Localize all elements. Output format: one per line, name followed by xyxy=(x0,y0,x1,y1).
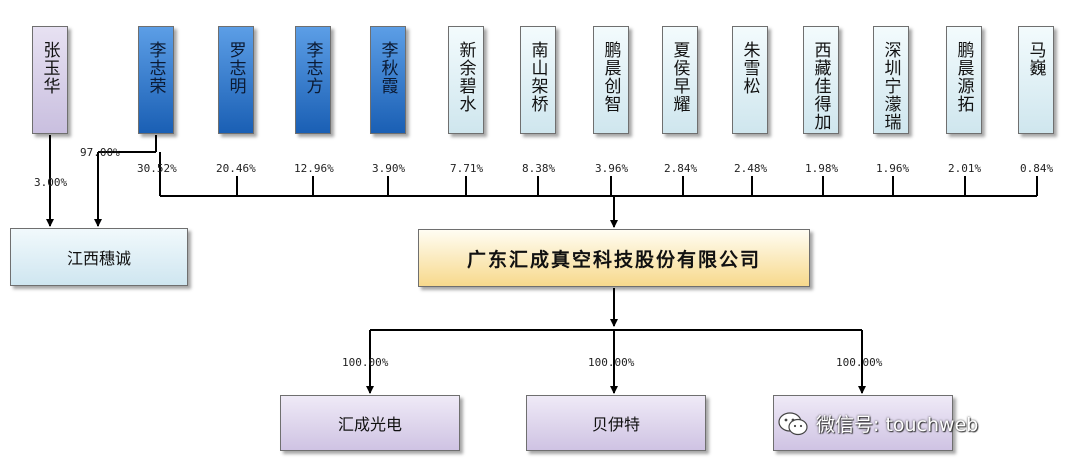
watermark-text: 微信号: touchweb xyxy=(816,414,979,436)
shareholder-label: 西藏佳得加 xyxy=(810,41,831,131)
pct-li-zhifang: 12.96% xyxy=(294,162,334,175)
jiangxi-suicheng-box: 江西穗诚 xyxy=(10,228,188,286)
pct-subsidiary-3: 100.00% xyxy=(836,356,883,369)
subsidiary-label: 汇成光电 xyxy=(337,415,402,434)
shareholder-label: 深圳宁濛瑞 xyxy=(880,41,901,131)
pct-nanshan-jiaqiao: 8.38% xyxy=(522,162,556,175)
shareholder-label: 李秋霞 xyxy=(377,41,398,95)
shareholder-luo-zhiming: 罗志明 xyxy=(218,26,254,134)
shareholder-xiahou-zaoyao: 夏侯早耀 xyxy=(662,26,698,134)
shareholder-zhu-xuesong: 朱雪松 xyxy=(732,26,768,134)
shareholder-pengchen-chuangzhi: 鹏晨创智 xyxy=(593,26,629,134)
subsidiary-label: 贝伊特 xyxy=(591,415,640,434)
pct-li-zhirong-jiangxi: 97.00% xyxy=(80,146,120,159)
shareholder-li-qiuxia: 李秋霞 xyxy=(370,26,406,134)
shareholder-li-zhirong: 李志荣 xyxy=(138,26,174,134)
pct-li-qiuxia: 3.90% xyxy=(372,162,406,175)
pct-pengchen-chuangzhi: 3.96% xyxy=(595,162,629,175)
shareholder-label: 张玉华 xyxy=(39,41,60,95)
shareholder-label: 李志荣 xyxy=(145,41,166,95)
shareholder-shenzhen-ningmengrui: 深圳宁濛瑞 xyxy=(873,26,909,134)
pct-luo-zhiming: 20.46% xyxy=(216,162,256,175)
company-box: 广东汇成真空科技股份有限公司 xyxy=(418,229,810,287)
pct-zhu-xuesong: 2.48% xyxy=(734,162,768,175)
subsidiary-huicheng-guangdian: 汇成光电 xyxy=(280,395,460,451)
shareholder-label: 夏侯早耀 xyxy=(669,41,690,113)
shareholder-label: 南山架桥 xyxy=(527,41,548,113)
pct-xinyu-bishui: 7.71% xyxy=(450,162,484,175)
wechat-watermark: 微信号: touchweb xyxy=(778,410,978,437)
shareholder-li-zhifang: 李志方 xyxy=(295,26,331,134)
shareholder-xinyu-bishui: 新余碧水 xyxy=(448,26,484,134)
shareholder-xizang-jiadejia: 西藏佳得加 xyxy=(803,26,839,134)
jiangxi-suicheng-label: 江西穗诚 xyxy=(66,249,131,268)
shareholder-label: 鹏晨源拓 xyxy=(953,41,974,113)
pct-subsidiary-2: 100.00% xyxy=(588,356,635,369)
pct-zhang-yuhua: 3.00% xyxy=(34,176,68,189)
subsidiary-beiyite: 贝伊特 xyxy=(526,395,706,451)
shareholder-label: 鹏晨创智 xyxy=(600,41,621,113)
pct-xizang-jiadejia: 1.98% xyxy=(805,162,839,175)
pct-xiahou-zaoyao: 2.84% xyxy=(664,162,698,175)
shareholder-pengchen-yuantuo: 鹏晨源拓 xyxy=(946,26,982,134)
shareholder-label: 新余碧水 xyxy=(455,41,476,113)
pct-ma-wei: 0.84% xyxy=(1020,162,1054,175)
pct-li-zhirong: 30.52% xyxy=(137,162,177,175)
company-label: 广东汇成真空科技股份有限公司 xyxy=(466,248,761,271)
shareholder-zhang-yuhua: 张玉华 xyxy=(32,26,68,134)
shareholder-label: 朱雪松 xyxy=(739,41,760,95)
shareholder-label: 李志方 xyxy=(302,41,323,95)
wechat-icon xyxy=(778,411,808,435)
shareholder-nanshan-jiaqiao: 南山架桥 xyxy=(520,26,556,134)
shareholder-label: 马巍 xyxy=(1025,41,1046,77)
pct-shenzhen-ningmengrui: 1.96% xyxy=(876,162,910,175)
shareholder-ma-wei: 马巍 xyxy=(1018,26,1054,134)
shareholder-label: 罗志明 xyxy=(225,41,246,95)
pct-pengchen-yuantuo: 2.01% xyxy=(948,162,982,175)
pct-subsidiary-1: 100.00% xyxy=(342,356,389,369)
